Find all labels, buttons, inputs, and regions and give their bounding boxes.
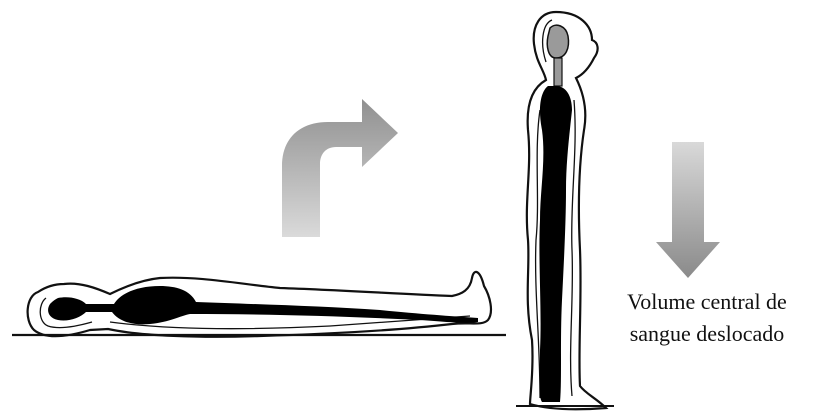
displacement-caption: Volume central de sangue deslocado [600, 286, 814, 350]
curved-arrow-icon [282, 99, 398, 237]
down-arrow-icon [656, 142, 720, 278]
caption-line-2: sangue deslocado [600, 318, 814, 350]
caption-line-1: Volume central de [600, 286, 814, 318]
standing-neck-vessel [554, 58, 562, 86]
supine-figure [12, 272, 506, 337]
standing-head-blood [547, 25, 568, 58]
